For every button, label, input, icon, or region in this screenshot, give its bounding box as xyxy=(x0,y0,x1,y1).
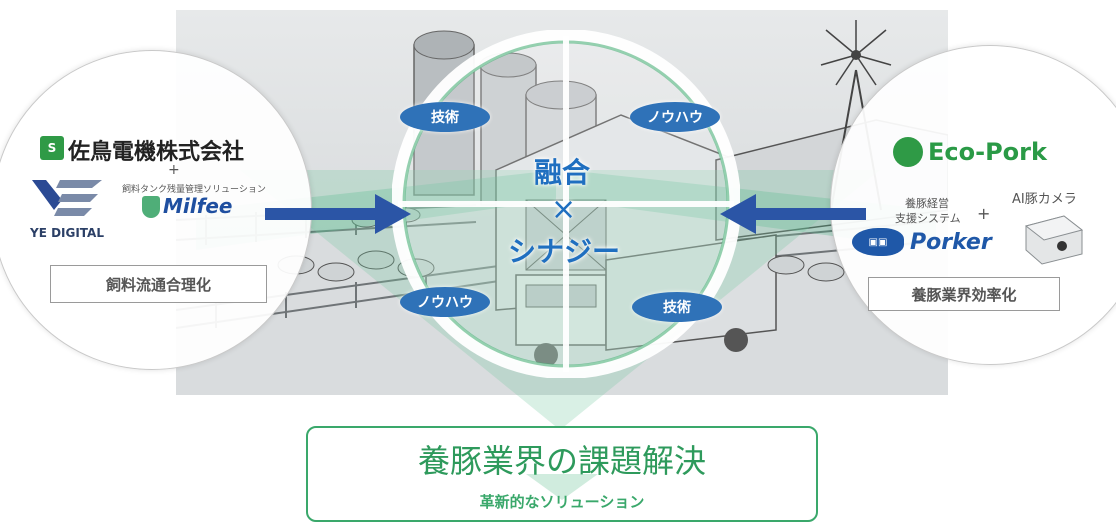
support-system-line1: 養豚経営 xyxy=(905,197,949,210)
solution-caption: 飼料タンク残量管理ソリューション xyxy=(122,185,266,195)
left-label-box: 飼料流通合理化 xyxy=(50,265,267,303)
pill-technology-top-left: 技術 xyxy=(400,102,490,132)
porker-pig-icon: ▣▣ xyxy=(852,228,904,256)
pill-knowhow-top-right: ノウハウ xyxy=(630,102,720,132)
plus-sign-right: + xyxy=(977,204,991,223)
milfee-text: Milfee xyxy=(163,194,233,218)
times-symbol: × xyxy=(551,192,577,227)
left-blue-arrow xyxy=(265,194,411,234)
result-box: 養豚業界の課題解決 革新的なソリューション xyxy=(306,426,818,522)
result-chevron-icon xyxy=(526,474,598,500)
support-system-line2: 支援システム xyxy=(895,212,961,225)
plus-sign-left: + xyxy=(168,162,180,178)
result-title: 養豚業界の課題解決 xyxy=(417,442,706,480)
left-label-text: 飼料流通合理化 xyxy=(105,275,211,294)
ai-camera-icon xyxy=(1024,215,1084,265)
pill-technology-bottom-right: 技術 xyxy=(632,292,722,322)
pill-knowhow-bottom-left: ノウハウ xyxy=(400,287,490,317)
milfee-shield-icon xyxy=(142,196,160,218)
company-name: 佐鳥電機株式会社 xyxy=(68,140,245,165)
right-blue-arrow xyxy=(720,194,866,234)
right-partner-circle xyxy=(830,45,1116,365)
ye-digital-text: YE DIGITAL xyxy=(30,226,104,240)
fusion-text: 融合 xyxy=(534,156,591,189)
eco-pork-text: Eco-Pork xyxy=(928,138,1047,166)
sato-logo-icon: S xyxy=(40,136,64,160)
synergy-text: シナジー xyxy=(508,235,621,268)
ye-digital-logo-icon xyxy=(32,180,102,216)
right-label-text: 養豚業界効率化 xyxy=(911,285,1017,304)
result-subtitle: 革新的なソリューション xyxy=(479,493,645,511)
eco-pork-globe-icon xyxy=(893,137,923,167)
ai-camera-label: AI豚カメラ xyxy=(1012,192,1077,207)
right-label-box: 養豚業界効率化 xyxy=(868,277,1060,311)
porker-text: Porker xyxy=(910,230,992,255)
